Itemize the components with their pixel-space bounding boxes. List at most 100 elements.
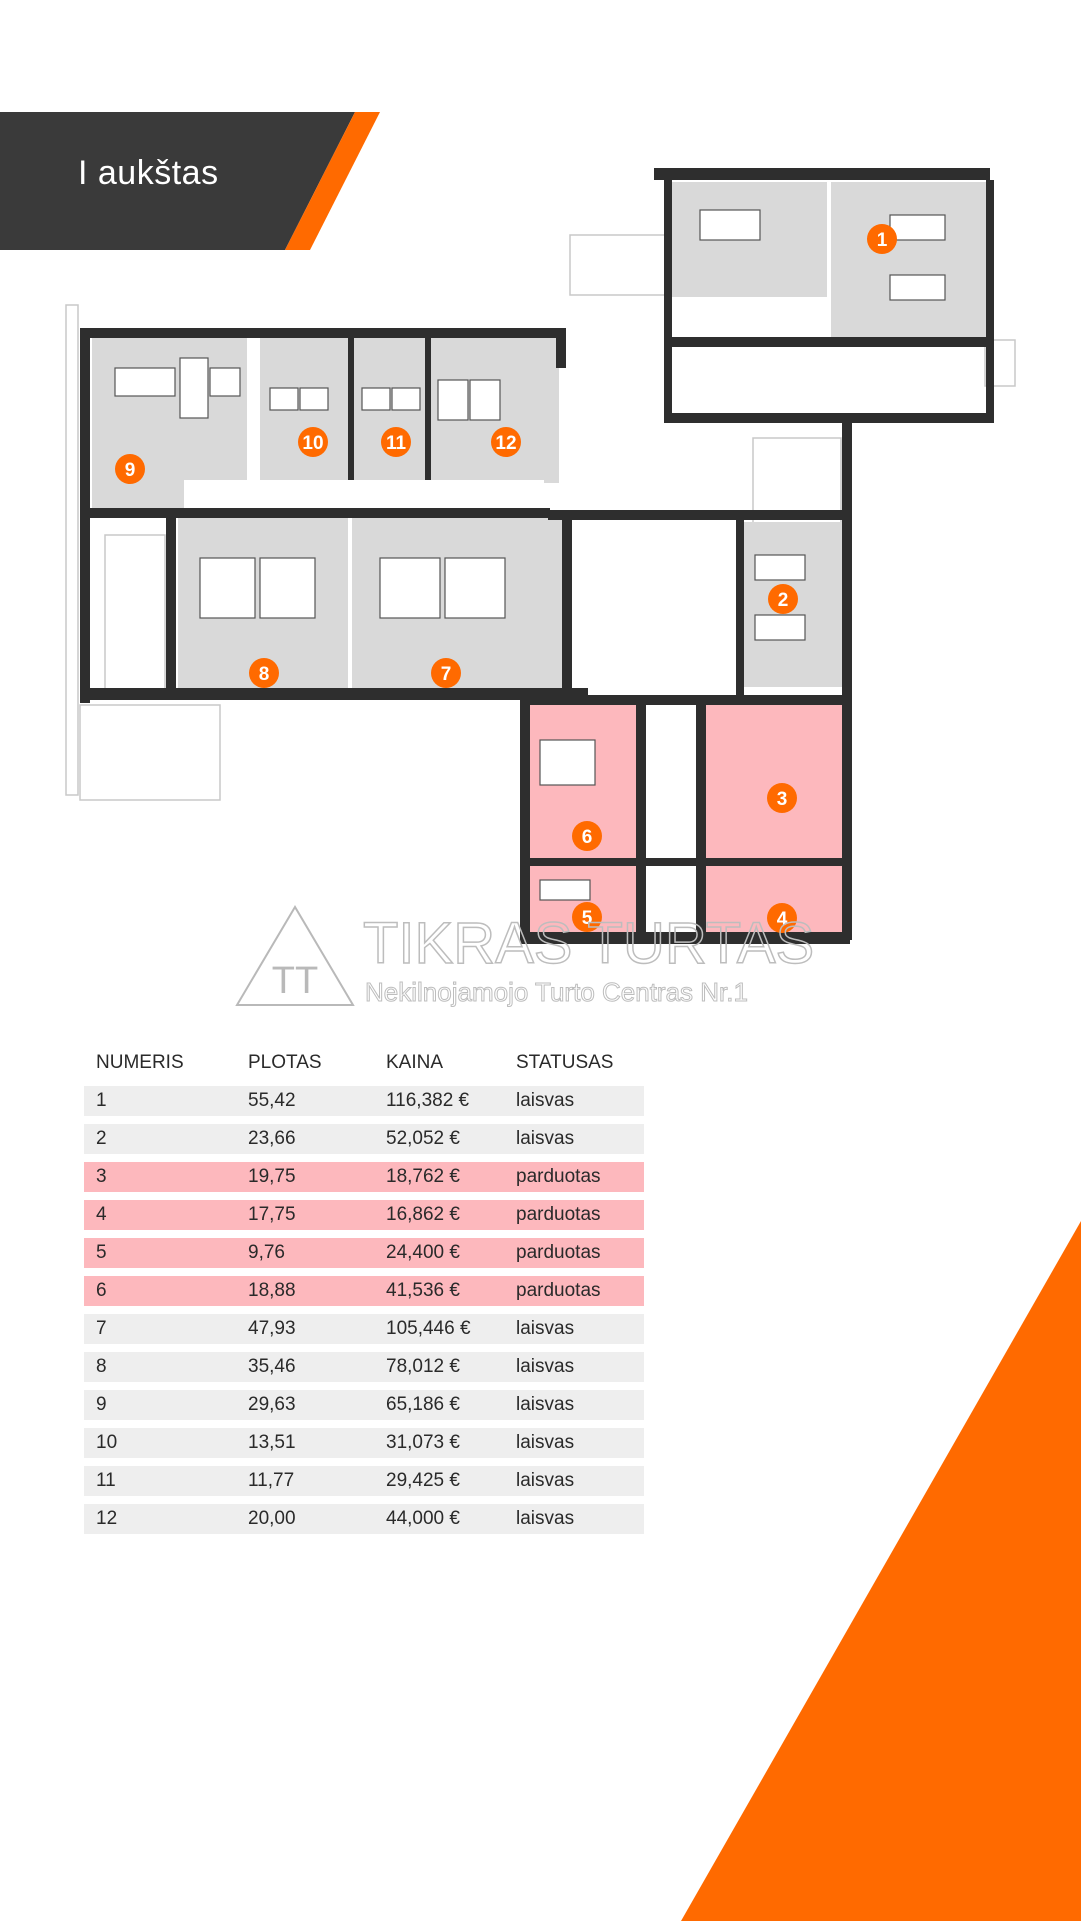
cell-statusas: laisvas — [504, 1314, 644, 1344]
room-marker-8[interactable] — [249, 658, 279, 688]
cell-kaina: 52,052 € — [374, 1124, 504, 1154]
room-label-2: 2 — [778, 590, 789, 611]
corner-accent-triangle — [681, 1221, 1081, 1921]
cell-plotas: 19,75 — [236, 1162, 374, 1192]
cell-numeris: 2 — [84, 1124, 236, 1154]
cell-statusas: laisvas — [504, 1390, 644, 1420]
header-plotas: PLOTAS — [248, 1052, 322, 1073]
cell-kaina: 105,446 € — [374, 1314, 504, 1344]
watermark-brand: TIKRAS TURTAS — [363, 911, 814, 976]
room-marker-2[interactable] — [768, 584, 798, 614]
watermark-tagline: Nekilnojamojo Turto Centras Nr.1 — [365, 977, 748, 1007]
room-label-6: 6 — [582, 827, 593, 848]
cell-numeris: 12 — [84, 1504, 236, 1534]
room-marker-9[interactable] — [115, 454, 145, 484]
header-dark-shape — [0, 112, 355, 250]
cell-kaina: 18,762 € — [374, 1162, 504, 1192]
cell-numeris: 5 — [84, 1238, 236, 1268]
cell-kaina: 41,536 € — [374, 1276, 504, 1306]
watermark-logo-text: TT — [272, 960, 318, 1002]
cell-plotas: 23,66 — [236, 1124, 374, 1154]
cell-numeris: 4 — [84, 1200, 236, 1230]
cell-statusas: laisvas — [504, 1124, 644, 1154]
floor-plan: 1 2 3 4 5 6 7 8 9 10 11 12 — [65, 168, 1016, 944]
cell-plotas: 11,77 — [236, 1466, 374, 1496]
room-label-3: 3 — [777, 789, 788, 810]
room-marker-5[interactable] — [572, 902, 602, 932]
table-header-row: NUMERIS PLOTAS KAINA STATUSAS — [84, 1048, 644, 1078]
cell-kaina: 31,073 € — [374, 1428, 504, 1458]
room-marker-3[interactable] — [767, 783, 797, 813]
room-marker-10[interactable] — [298, 427, 328, 457]
cell-kaina: 16,862 € — [374, 1200, 504, 1230]
room-label-7: 7 — [441, 664, 452, 685]
cell-statusas: laisvas — [504, 1504, 644, 1534]
room-marker-12[interactable] — [491, 427, 521, 457]
header-kaina: KAINA — [386, 1052, 444, 1073]
cell-statusas: laisvas — [504, 1086, 644, 1116]
cell-statusas: parduotas — [504, 1200, 644, 1230]
cell-numeris: 3 — [84, 1162, 236, 1192]
room-label-4: 4 — [777, 909, 788, 930]
cell-plotas: 18,88 — [236, 1276, 374, 1306]
cell-numeris: 1 — [84, 1086, 236, 1116]
cell-numeris: 11 — [84, 1466, 236, 1496]
header-accent-stripe — [285, 112, 380, 250]
room-label-10: 10 — [302, 433, 323, 454]
cell-statusas: laisvas — [504, 1428, 644, 1458]
plan-walls — [80, 168, 994, 944]
cell-plotas: 29,63 — [236, 1390, 374, 1420]
cell-kaina: 29,425 € — [374, 1466, 504, 1496]
header-numeris: NUMERIS — [96, 1052, 184, 1073]
cell-kaina: 44,000 € — [374, 1504, 504, 1534]
plan-corridor — [184, 480, 544, 508]
room-label-1: 1 — [877, 230, 888, 251]
cell-numeris: 9 — [84, 1390, 236, 1420]
cell-numeris: 6 — [84, 1276, 236, 1306]
cell-statusas: parduotas — [504, 1238, 644, 1268]
cell-plotas: 55,42 — [236, 1086, 374, 1116]
room-label-5: 5 — [582, 908, 593, 929]
cell-kaina: 65,186 € — [374, 1390, 504, 1420]
header-band — [0, 112, 380, 250]
cell-plotas: 17,75 — [236, 1200, 374, 1230]
room-label-9: 9 — [125, 460, 136, 481]
cell-plotas: 13,51 — [236, 1428, 374, 1458]
room-label-8: 8 — [259, 664, 270, 685]
cell-kaina: 78,012 € — [374, 1352, 504, 1382]
cell-plotas: 9,76 — [236, 1238, 374, 1268]
page-title: I aukštas — [78, 154, 219, 192]
cell-kaina: 116,382 € — [374, 1086, 504, 1116]
cell-statusas: laisvas — [504, 1466, 644, 1496]
watermark-logo-icon — [235, 905, 355, 1006]
cell-statusas: parduotas — [504, 1162, 644, 1192]
plan-room-markers: 1 2 3 4 5 6 7 8 9 10 11 12 — [115, 224, 897, 933]
cell-numeris: 7 — [84, 1314, 236, 1344]
cell-statusas: laisvas — [504, 1352, 644, 1382]
room-marker-6[interactable] — [572, 821, 602, 851]
room-marker-11[interactable] — [381, 427, 411, 457]
cell-numeris: 8 — [84, 1352, 236, 1382]
room-marker-7[interactable] — [431, 658, 461, 688]
room-marker-1[interactable] — [867, 224, 897, 254]
cell-statusas: parduotas — [504, 1276, 644, 1306]
cell-kaina: 24,400 € — [374, 1238, 504, 1268]
cell-plotas: 47,93 — [236, 1314, 374, 1344]
plan-free-rooms — [92, 182, 986, 688]
room-marker-4[interactable] — [767, 903, 797, 933]
cell-plotas: 20,00 — [236, 1504, 374, 1534]
room-label-12: 12 — [495, 433, 516, 454]
